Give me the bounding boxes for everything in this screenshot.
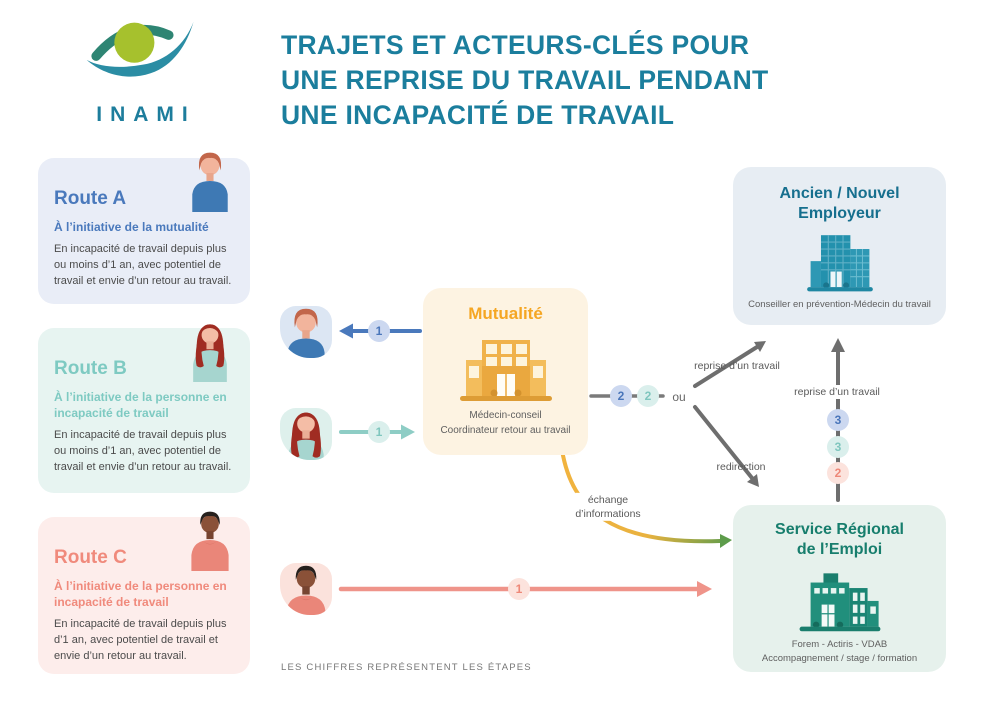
step-circle-vertical-blue-3: 3 bbox=[827, 409, 849, 431]
footnote-legend: LES CHIFFRES REPRÉSENTENT LES ÉTAPES bbox=[281, 662, 532, 673]
step-circle-mut-out-teal-2: 2 bbox=[637, 385, 659, 407]
title-line-3: UNE INCAPACITÉ DE TRAVAIL bbox=[281, 100, 675, 130]
label-echange-informations: échange d’informations bbox=[575, 492, 641, 522]
avatar-route-a bbox=[280, 306, 332, 358]
person-b-avatar-icon bbox=[288, 412, 324, 460]
service-title: Service Régional de l’Emploi bbox=[733, 520, 946, 560]
service-title-line-2: de l’Emploi bbox=[796, 541, 883, 558]
person-route-a-illustration bbox=[192, 152, 228, 212]
mutualite-building-icon bbox=[459, 340, 552, 401]
label-redirection: redirection bbox=[716, 461, 766, 473]
label-reprise-vertical: reprise d’un travail bbox=[790, 385, 884, 399]
employer-title-line-1: Ancien / Nouvel bbox=[779, 185, 900, 202]
title-line-2: UNE REPRISE DU TRAVAIL PENDANT bbox=[281, 65, 769, 95]
title-line-1: TRAJETS ET ACTEURS-CLÉS POUR bbox=[281, 30, 750, 60]
step-circle-route-a-1: 1 bbox=[368, 320, 390, 342]
route-b-title: Route B bbox=[54, 358, 127, 379]
person-route-b-illustration bbox=[193, 324, 227, 382]
route-a-card: Route A À l’initiative de la mutualité E… bbox=[38, 152, 250, 304]
step-circle-vertical-teal-3: 3 bbox=[827, 436, 849, 458]
mutualite-role-1: Médecin-conseil bbox=[469, 410, 542, 421]
employer-node: Ancien / Nouvel Employeur Conseiller en … bbox=[733, 167, 946, 325]
route-b-description: En incapacité de travail depuis plus ou … bbox=[54, 429, 232, 474]
service-operators: Forem - Actiris - VDAB bbox=[791, 639, 888, 650]
mutualite-title: Mutualité bbox=[468, 304, 543, 323]
person-route-c-illustration bbox=[191, 511, 229, 571]
step-circle-route-b-1: 1 bbox=[368, 421, 390, 443]
route-c-description: En incapacité de travail depuis plus d’1… bbox=[54, 618, 227, 663]
employer-building-icon bbox=[806, 235, 873, 292]
route-a-subtitle: À l’initiative de la mutualité bbox=[54, 220, 209, 234]
person-c-avatar-icon bbox=[286, 565, 326, 615]
employer-title-line-2: Employeur bbox=[798, 205, 881, 222]
service-title-line-1: Service Régional bbox=[775, 521, 904, 538]
route-b-card: Route B À l’initiative de la personne en… bbox=[38, 324, 250, 493]
route-c-card: Route C À l’initiative de la personne en… bbox=[38, 511, 250, 674]
employer-role: Conseiller en prévention-Médecin du trav… bbox=[748, 299, 931, 310]
person-a-avatar-icon bbox=[287, 308, 325, 358]
service-building-icon bbox=[799, 573, 880, 632]
logo-wordmark: INAMI bbox=[96, 103, 196, 126]
page-title: TRAJETS ET ACTEURS-CLÉS POUR UNE REPRISE… bbox=[281, 28, 841, 133]
step-circle-mut-out-blue-2: 2 bbox=[610, 385, 632, 407]
inami-eye-icon bbox=[86, 21, 194, 77]
route-b-subtitle: À l’initiative de la personne en incapac… bbox=[54, 390, 227, 421]
route-c-title: Route C bbox=[54, 547, 127, 568]
avatar-route-b bbox=[280, 408, 332, 460]
route-a-description: En incapacité de travail depuis plus ou … bbox=[54, 243, 232, 288]
avatar-route-c bbox=[280, 563, 332, 615]
label-echange-line-2: d’informations bbox=[575, 508, 641, 520]
step-circle-vertical-pink-2: 2 bbox=[827, 462, 849, 484]
route-c-subtitle: À l’initiative de la personne en incapac… bbox=[54, 579, 227, 610]
inami-logo: INAMI bbox=[78, 16, 206, 127]
route-a-title: Route A bbox=[54, 188, 127, 209]
service-activities: Accompagnement / stage / formation bbox=[761, 653, 918, 665]
service-node: Service Régional de l’Emploi Forem - Act… bbox=[733, 505, 946, 672]
employer-title: Ancien / Nouvel Employeur bbox=[733, 184, 946, 224]
mutualite-role-2: Coordinateur retour au travail bbox=[440, 425, 571, 436]
mutualite-node: Mutualité Médecin-conseil Coordinateur r… bbox=[423, 288, 588, 455]
label-echange-line-1: échange bbox=[587, 493, 629, 506]
label-ou: ou bbox=[672, 390, 686, 404]
step-circle-route-c-1: 1 bbox=[508, 578, 530, 600]
label-reprise-branch: reprise d’un travail bbox=[694, 360, 780, 372]
